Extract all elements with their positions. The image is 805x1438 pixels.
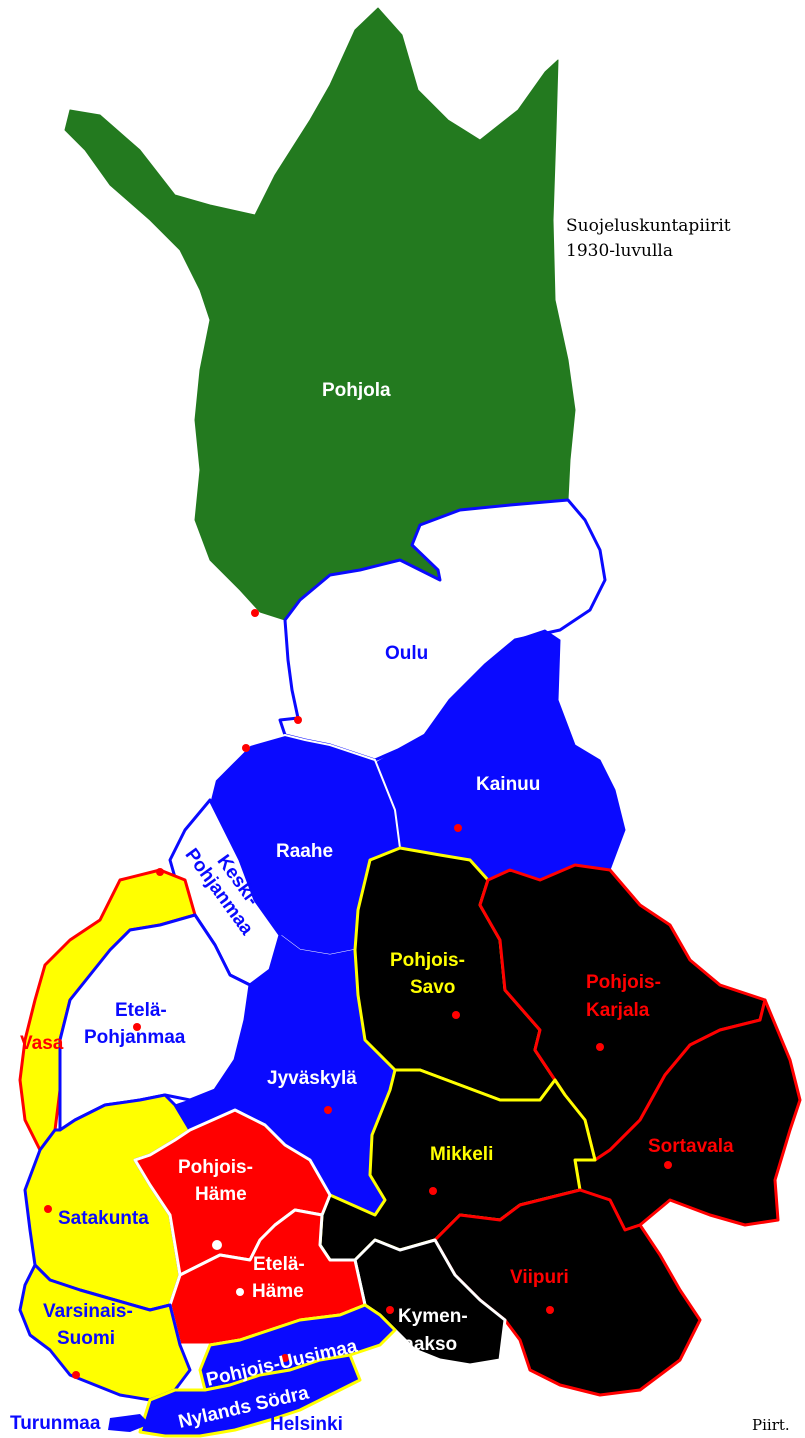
label-pohjola: Pohjola	[322, 380, 391, 401]
label-viipuri: Viipuri	[510, 1267, 569, 1288]
map-title-line1: Suojeluskuntapiirit	[566, 216, 731, 236]
center-dot-oulu	[294, 716, 302, 724]
label-etela-pohjanmaa-line2: Pohjanmaa	[84, 1027, 186, 1048]
label-pohjois-savo-line2: Savo	[410, 977, 455, 998]
label-oulu: Oulu	[385, 643, 428, 664]
label-pohjois-hame-line1: Pohjois-	[178, 1157, 253, 1178]
center-dot-jyvaskyla	[324, 1106, 332, 1114]
region-nylands-sodra	[138, 1353, 362, 1438]
label-raahe: Raahe	[276, 841, 333, 862]
label-etela-hame-line1: Etelä-	[253, 1254, 305, 1275]
label-kainuu: Kainuu	[476, 774, 540, 795]
label-sortavala: Sortavala	[648, 1136, 734, 1157]
label-pohjois-savo-line1: Pohjois-	[390, 950, 465, 971]
center-dot-varsinais-suomi	[72, 1371, 80, 1379]
center-dot-pohjola	[251, 609, 259, 617]
label-kymenlaakso-line2: laakso	[398, 1334, 457, 1355]
center-dot-pohjois-savo	[452, 1011, 460, 1019]
center-dot-keski-pohjanmaa	[156, 868, 164, 876]
center-dot-mikkeli	[429, 1187, 437, 1195]
label-etela-hame-line2: Häme	[252, 1281, 304, 1302]
label-satakunta: Satakunta	[58, 1208, 149, 1229]
label-pohjois-hame-line2: Häme	[195, 1184, 247, 1205]
center-dot-satakunta	[44, 1205, 52, 1213]
label-vasa: Vasa	[20, 1033, 64, 1054]
district-centers	[44, 609, 672, 1379]
center-dot-pohjois-uusimaa	[281, 1354, 289, 1362]
center-dot-etela-hame	[236, 1288, 244, 1296]
label-pohjois-karjala-line2: Karjala	[586, 1000, 650, 1021]
label-mikkeli: Mikkeli	[430, 1144, 493, 1165]
label-helsinki: Helsinki	[270, 1414, 343, 1435]
center-dot-kainuu	[454, 824, 462, 832]
center-dot-kymenlaakso	[386, 1306, 394, 1314]
region-viipuri	[433, 1188, 702, 1397]
center-dot-pohjois-karjala	[596, 1043, 604, 1051]
label-varsinais-suomi-line1: Varsinais-	[43, 1301, 133, 1322]
map-title-line2: 1930-luvulla	[566, 241, 673, 261]
label-jyvaskyla: Jyväskylä	[267, 1068, 357, 1089]
district-centers-white	[212, 1240, 244, 1296]
center-dot-raahe	[242, 744, 250, 752]
region-turunmaa-islands	[108, 1414, 150, 1432]
label-pohjois-karjala-line1: Pohjois-	[586, 972, 661, 993]
label-varsinais-suomi-line2: Suomi	[57, 1328, 115, 1349]
center-dot-sortavala	[664, 1161, 672, 1169]
label-etela-pohjanmaa-line1: Etelä-	[115, 1000, 167, 1021]
label-kymenlaakso-line1: Kymen-	[398, 1306, 468, 1327]
map-credit: Piirt.	[752, 1416, 790, 1434]
center-dot-etela-pohjanmaa	[133, 1023, 141, 1031]
center-dot-pohjois-hame	[212, 1240, 222, 1250]
center-dot-viipuri	[546, 1306, 554, 1314]
label-turunmaa: Turunmaa	[10, 1413, 101, 1434]
